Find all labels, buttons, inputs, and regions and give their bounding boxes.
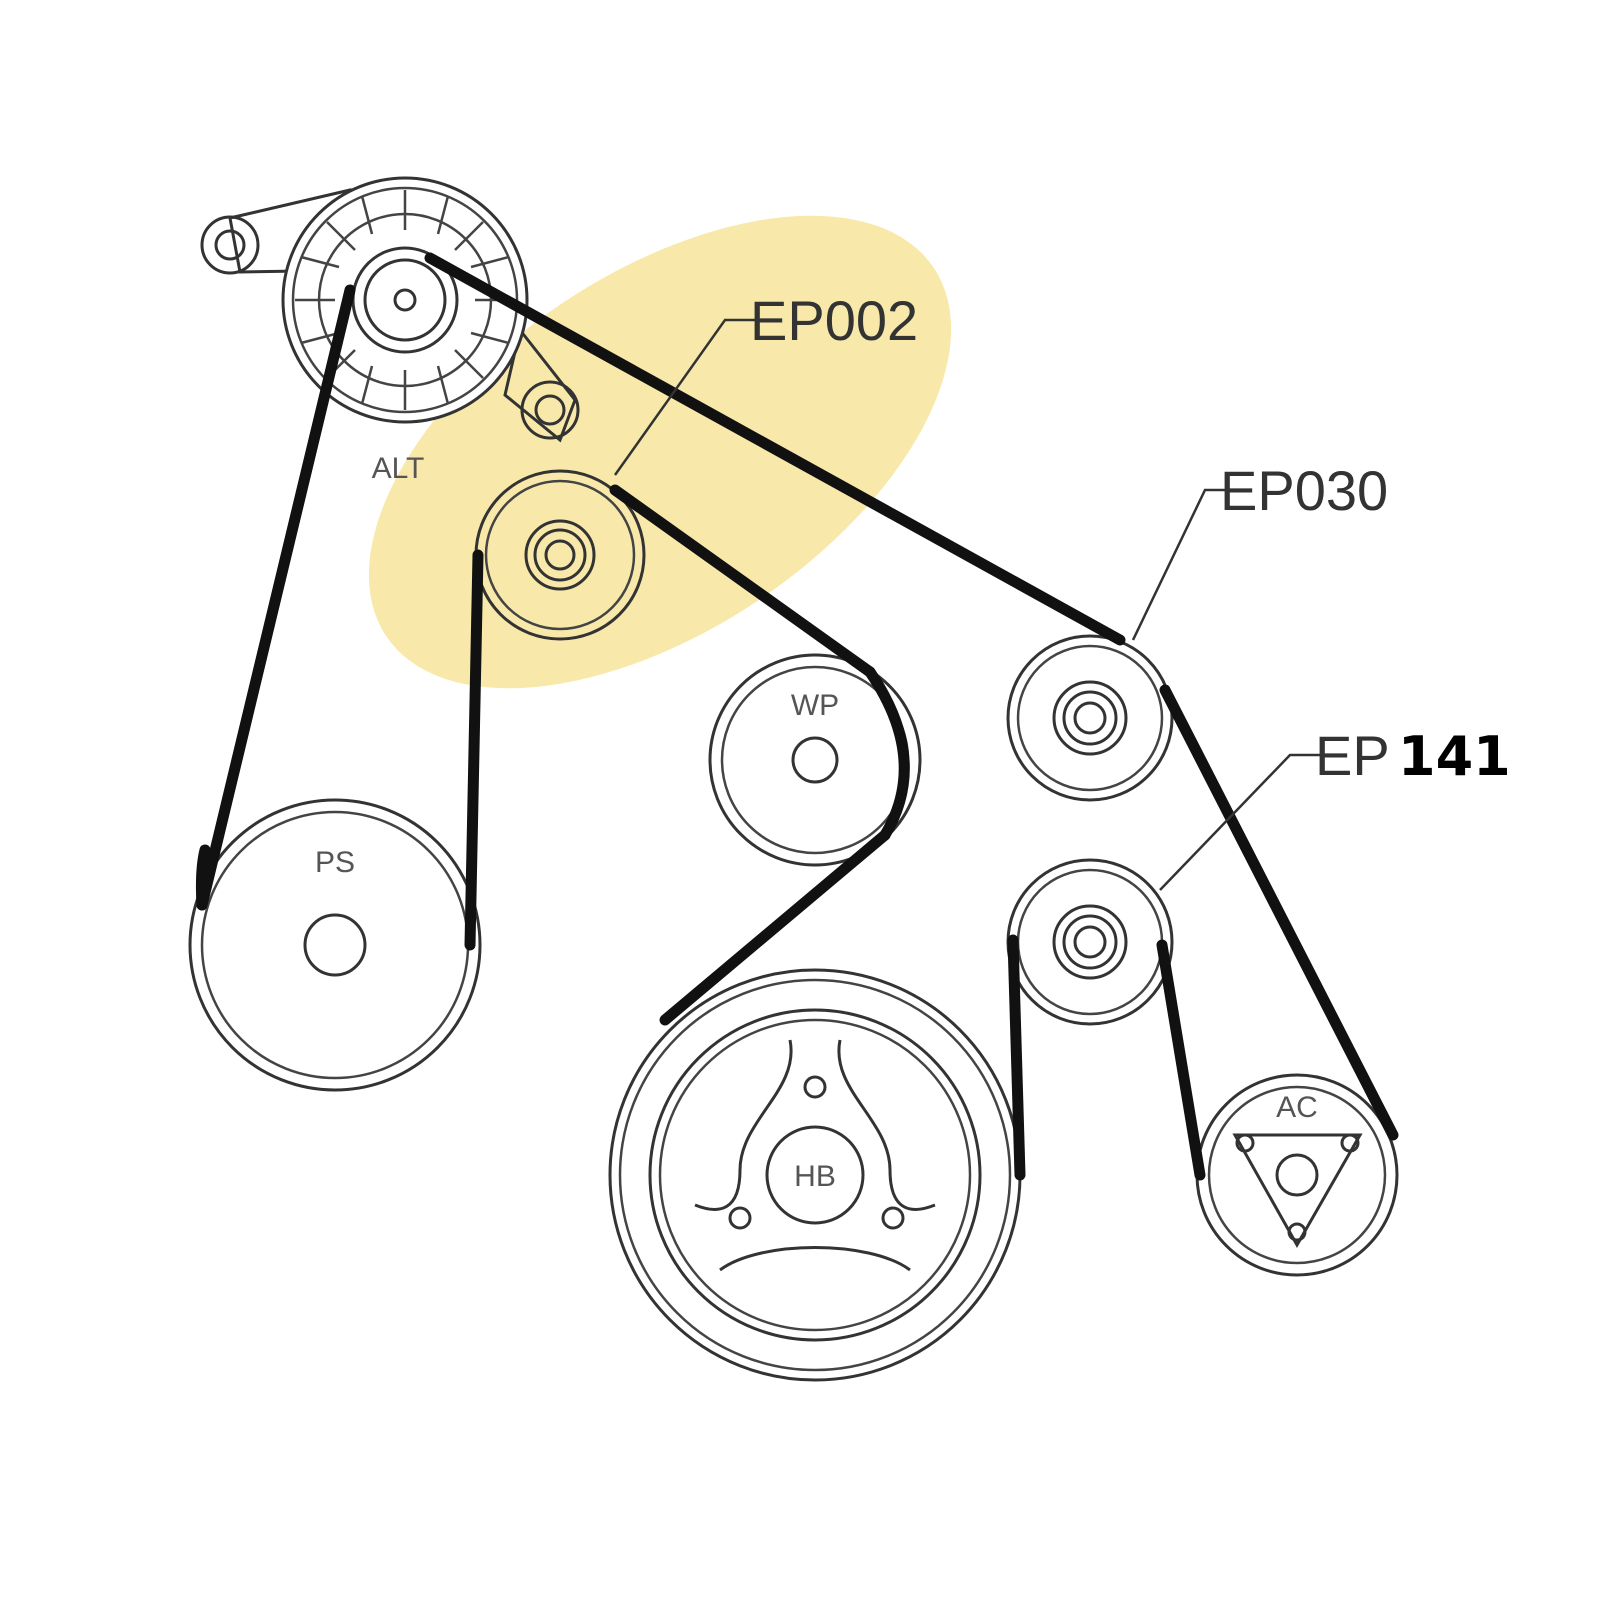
ep141-callout-number: 141 [1398,725,1511,788]
water-pump-label: WP [791,689,839,722]
harmonic-balancer-label: HB [794,1160,836,1193]
ep030-callout: EP030 [1220,459,1388,522]
alternator-label: ALT [372,452,425,485]
tensioner-highlight [368,215,952,689]
serpentine-belt [195,252,1399,1181]
ac-compressor-label: AC [1276,1091,1318,1124]
ep141-callout-prefix: EP [1315,724,1390,787]
harmonic-balancer-pulley: HB [608,968,1022,1382]
ep002-callout: EP002 [750,289,918,352]
ep141-leader [1159,753,1320,891]
ac-compressor-pulley: AC [1195,1073,1399,1277]
lower-idler-pulley [1006,858,1174,1026]
ep002-leader [613,318,755,476]
water-pump-pulley: WP [708,653,922,867]
ep030-leader [1131,488,1225,641]
upper-idler-pulley [1006,634,1174,802]
alternator: ALT [200,176,580,485]
power-steering-label: PS [315,846,355,879]
power-steering-pulley: PS [188,798,482,1092]
